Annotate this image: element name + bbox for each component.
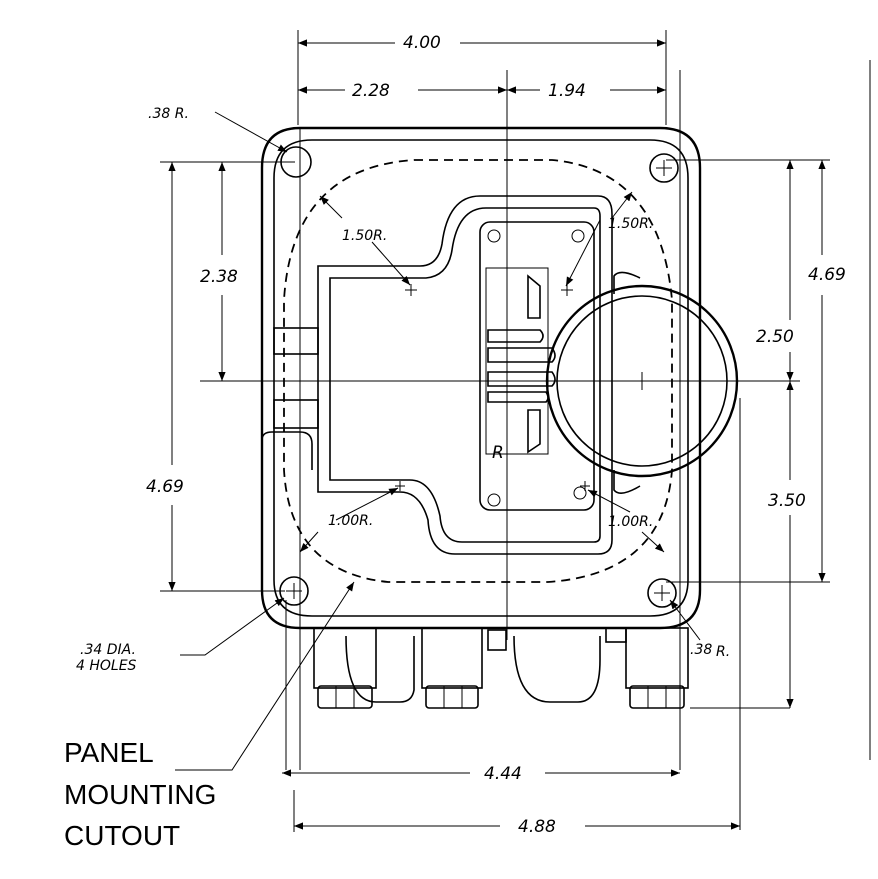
dim-r-bottom-right: R.	[716, 644, 730, 660]
label-cutout: CUTOUT	[64, 820, 180, 851]
dim-2-50: 2.50	[756, 327, 794, 347]
dim-2-28: 2.28	[352, 81, 390, 101]
dimension-labels: 4.00 2.28 1.94 .38 R. 1.50R. 1.50R. 2.38…	[76, 33, 846, 837]
dim-100r-left: 1.00R.	[328, 513, 373, 529]
dim-150r-right: 1.50R.	[608, 216, 653, 232]
plate-marking-r: R	[492, 443, 504, 463]
dim-4-88: 4.88	[518, 817, 556, 837]
dim-4-00-top: 4.00	[403, 33, 441, 53]
dim-100r-right: 1.00R.	[608, 514, 653, 530]
label-mounting: MOUNTING	[64, 779, 216, 810]
label-panel: PANEL	[64, 737, 154, 768]
hole-callout-count: 4 HOLES	[76, 658, 137, 674]
center-lines	[200, 70, 800, 640]
panel-cutout-dashed	[283, 159, 673, 583]
dimension-lines	[160, 30, 871, 832]
hole-callout-dia: .34 DIA.	[80, 642, 136, 658]
dim-38-bottom-right: .38	[690, 642, 712, 658]
bottom-fittings	[313, 627, 689, 709]
mounting-holes	[279, 146, 679, 608]
dim-4-44: 4.44	[484, 764, 522, 784]
inner-body	[261, 195, 613, 555]
housing-outline	[260, 70, 702, 770]
dim-2-38: 2.38	[200, 267, 238, 287]
dim-3-50: 3.50	[768, 491, 806, 511]
dim-4-69-right: 4.69	[808, 265, 846, 285]
dim-4-69-left: 4.69	[146, 477, 184, 497]
dim-38r-top-left: .38 R.	[148, 106, 189, 122]
panel-mounting-cutout-label: PANEL MOUNTING CUTOUT	[64, 737, 216, 851]
dim-1-94: 1.94	[548, 81, 586, 101]
dim-150r-left: 1.50R.	[342, 228, 387, 244]
